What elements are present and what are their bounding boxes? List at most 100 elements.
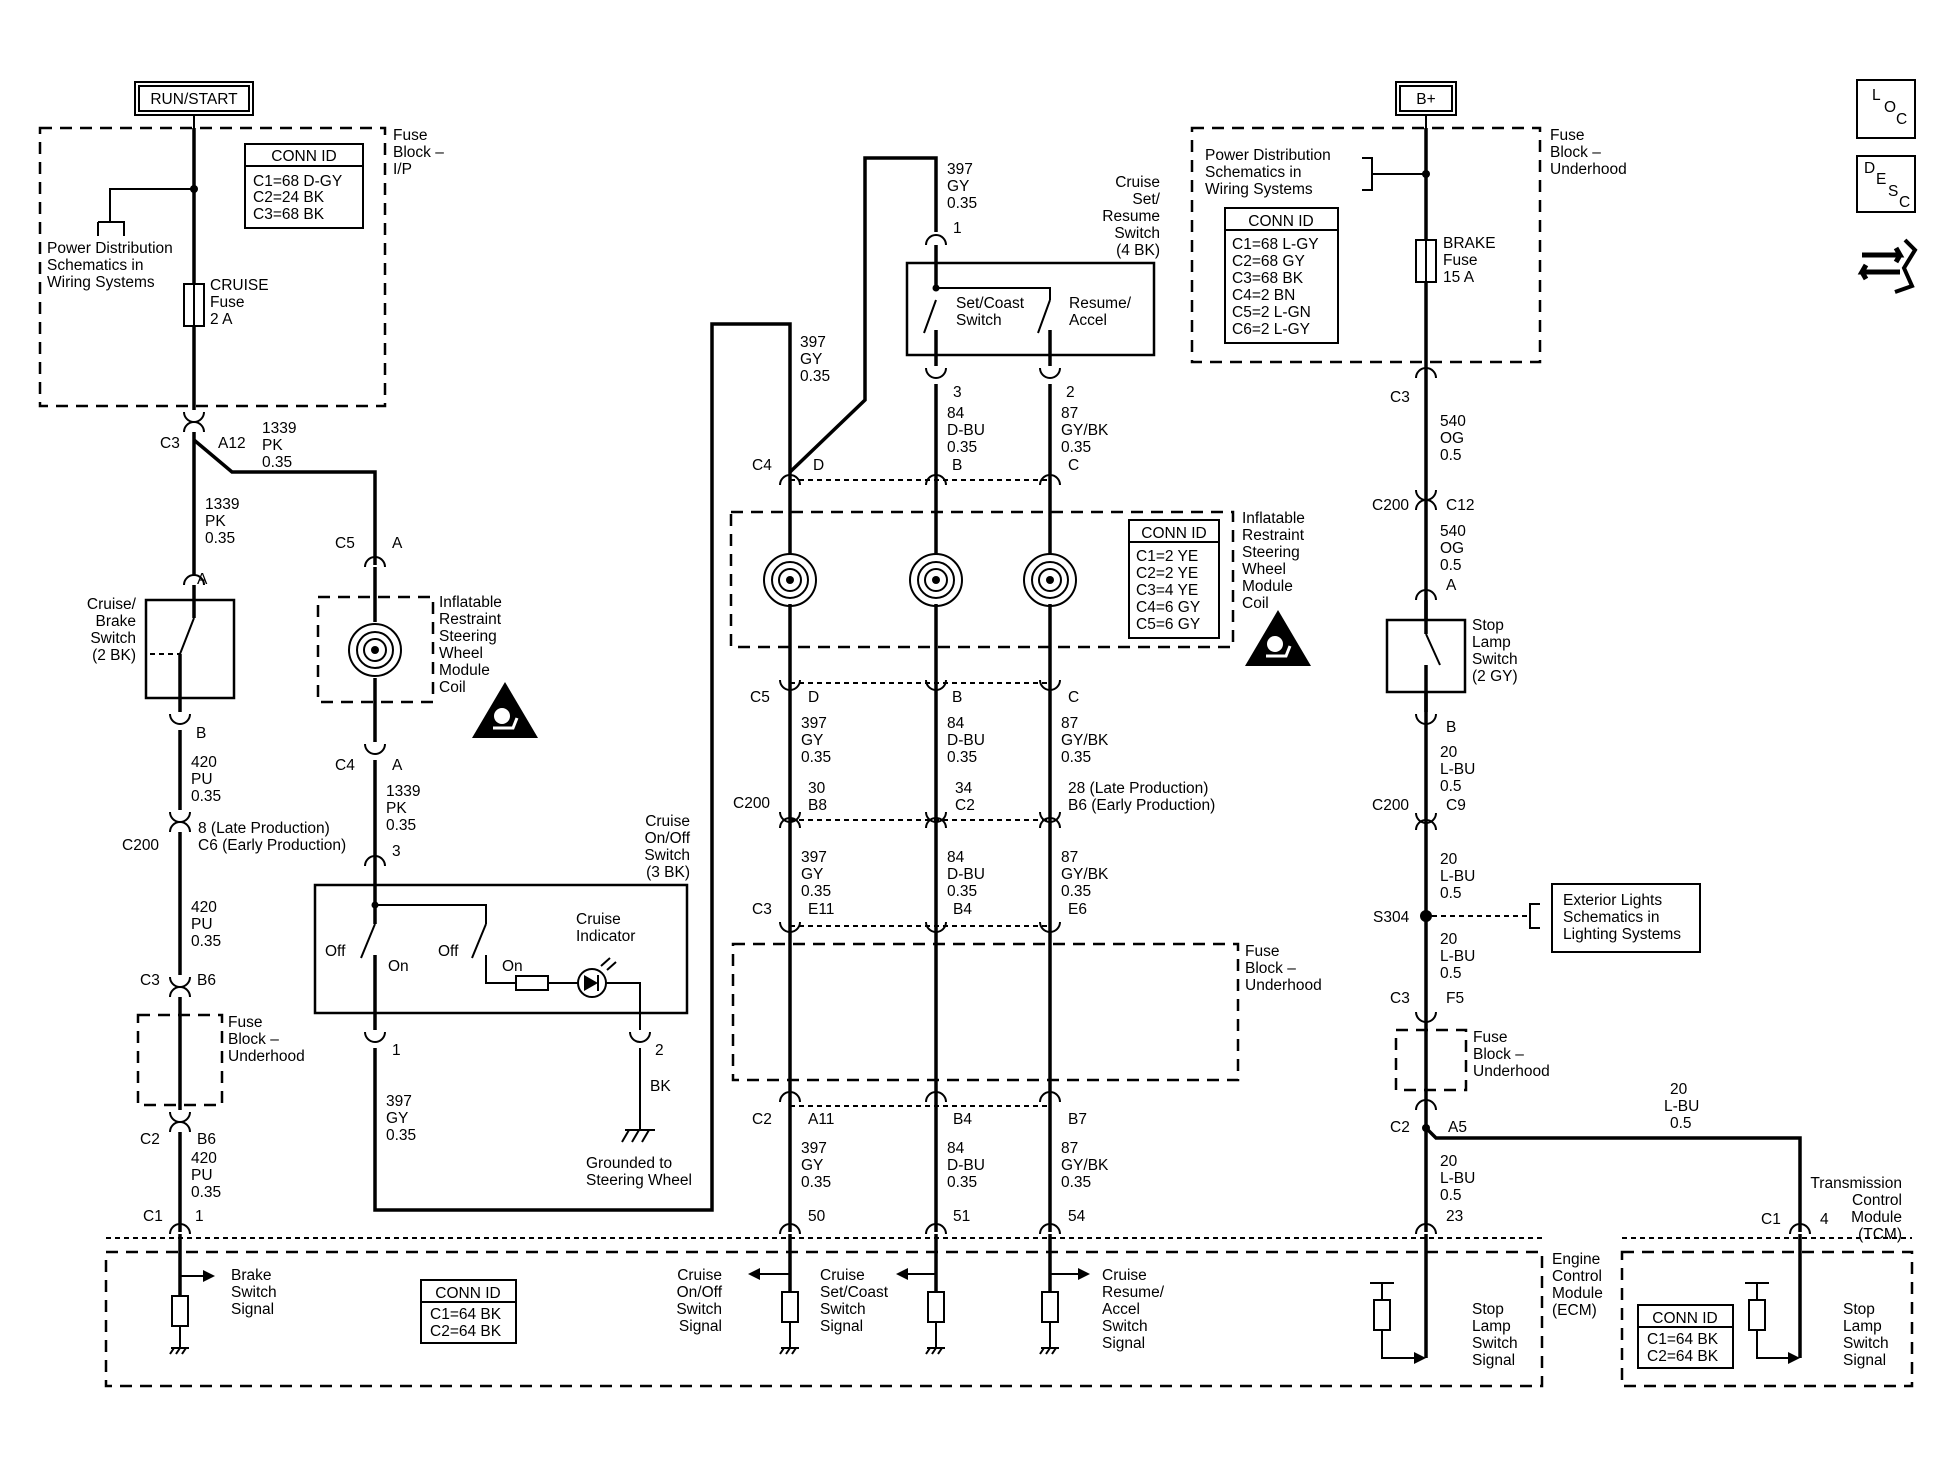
navigation-arrows-icon[interactable]: [1857, 238, 1918, 294]
diagram-label: Fuse: [1550, 127, 1584, 144]
tcm-module: [1620, 1250, 1914, 1388]
diagram-label: 20: [1670, 1081, 1688, 1098]
diagram-label: C3=68 BK: [253, 206, 325, 223]
diagram-label: C2: [140, 1131, 160, 1148]
diagram-label: On/Off: [677, 1284, 723, 1301]
diagram-label: Cruise: [645, 813, 690, 830]
diagram-label: Wheel: [439, 645, 483, 662]
diagram-label: (3 BK): [646, 864, 690, 881]
diagram-label: C4: [335, 757, 355, 774]
diagram-label: C: [1896, 111, 1907, 128]
diagram-label: 87: [1061, 715, 1078, 732]
power-distribution-ref-underhood: Power Distribution Schematics in Wiring …: [1205, 147, 1426, 198]
diagram-label: Switch: [90, 630, 136, 647]
diagram-label: C3=68 BK: [1232, 270, 1304, 287]
diagram-label: Set/Coast: [956, 295, 1025, 312]
diagram-label: PK: [386, 800, 407, 817]
diagram-label: 87: [1061, 849, 1078, 866]
diagram-label: Switch: [956, 312, 1002, 329]
diagram-label: Coil: [439, 679, 466, 696]
diagram-label: C200: [1372, 497, 1409, 514]
diagram-label: B7: [1068, 1111, 1087, 1128]
diagram-label: Set/Coast: [820, 1284, 889, 1301]
diagram-label: B: [196, 725, 206, 742]
diagram-label: B6: [197, 1131, 216, 1148]
diagram-label: Signal: [820, 1318, 863, 1335]
loc-button[interactable]: L O C: [1856, 79, 1916, 139]
diagram-label: 34: [955, 780, 973, 797]
diagram-label: CONN ID: [271, 148, 336, 165]
diagram-label: BRAKE: [1443, 235, 1496, 252]
diagram-label: 2: [1066, 384, 1075, 401]
diagram-label: Accel: [1069, 312, 1107, 329]
diagram-label: (2 GY): [1472, 668, 1518, 685]
diagram-label: Signal: [679, 1318, 722, 1335]
diagram-label: 20: [1440, 931, 1458, 948]
tcm-conn-id: CONN ID C1=64 BK C2=64 BK: [1637, 1304, 1734, 1369]
diagram-label: C2=64 BK: [430, 1323, 502, 1340]
diagram-label: Fuse: [393, 127, 427, 144]
diagram-label: C200: [1372, 797, 1409, 814]
diagram-label: L-BU: [1440, 868, 1475, 885]
diagram-label: D-BU: [947, 1157, 985, 1174]
diagram-label: PU: [191, 916, 213, 933]
diagram-label: 397: [801, 715, 827, 732]
diagram-label: (2 BK): [92, 647, 136, 664]
diagram-label: Wiring Systems: [47, 274, 155, 291]
diagram-label: 3: [392, 843, 401, 860]
diagram-label: C4=2 BN: [1232, 287, 1295, 304]
diagram-label: PK: [262, 437, 283, 454]
diagram-label: Block –: [1473, 1046, 1524, 1063]
diagram-label: GY: [947, 178, 969, 195]
b-plus-label: B+: [1395, 81, 1457, 116]
diagram-label: 51: [953, 1208, 970, 1225]
diagram-label: 397: [947, 161, 973, 178]
airbag-warning-icon-main: [1243, 608, 1313, 668]
diagram-label: CONN ID: [1141, 525, 1206, 542]
diagram-label: Engine: [1552, 1251, 1600, 1268]
diagram-label: Lamp: [1472, 1318, 1511, 1335]
diagram-label: CONN ID: [435, 1285, 500, 1302]
diagram-label: Restraint: [439, 611, 502, 628]
diagram-label: L-BU: [1440, 1170, 1475, 1187]
diagram-label: Set/: [1132, 191, 1160, 208]
diagram-label: D: [808, 689, 819, 706]
diagram-label: OG: [1440, 540, 1464, 557]
power-distribution-ref-ip: Power Distribution Schematics in Wiring …: [47, 240, 173, 291]
diagram-label: C1=64 BK: [1647, 1331, 1719, 1348]
diagram-label: 0.35: [262, 454, 292, 471]
diagram-label: PK: [205, 513, 226, 530]
diagram-label: L-BU: [1440, 948, 1475, 965]
diagram-label: 0.35: [386, 817, 416, 834]
diagram-label: A: [1446, 577, 1457, 594]
diagram-label: Switch: [1472, 1335, 1518, 1352]
diagram-label: Inflatable: [439, 594, 502, 611]
diagram-label: Indicator: [576, 928, 635, 945]
diagram-label: B8: [808, 797, 827, 814]
diagram-label: C2=68 GY: [1232, 253, 1305, 270]
diagram-label: 0.35: [1061, 883, 1091, 900]
diagram-label: C200: [122, 837, 159, 854]
diagram-label: Underhood: [1245, 977, 1322, 994]
diagram-label: 4: [1820, 1211, 1829, 1228]
diagram-label: Resume/: [1069, 295, 1132, 312]
cruise-set-resume-switch: Set/Coast Switch Resume/ Accel Cruise Se…: [905, 174, 1161, 357]
diagram-label: Module: [439, 662, 490, 679]
diagram-label: I/P: [393, 161, 412, 178]
diagram-label: Block –: [1550, 144, 1601, 161]
diagram-label: GY: [386, 1110, 408, 1127]
diagram-label: C3: [1390, 990, 1410, 1007]
diagram-label: 397: [801, 849, 827, 866]
diagram-label: Resume: [1102, 208, 1160, 225]
diagram-label: 420: [191, 1150, 217, 1167]
desc-button[interactable]: D E S C: [1856, 155, 1916, 213]
ecm-conn-id: CONN ID C1=64 BK C2=64 BK: [420, 1279, 517, 1344]
diagram-label: GY: [801, 866, 823, 883]
diagram-label: 0.5: [1440, 778, 1462, 795]
diagram-label: C3: [140, 972, 160, 989]
diagram-label: Cruise: [576, 911, 621, 928]
diagram-label: Fuse: [1443, 252, 1477, 269]
diagram-label: D-BU: [947, 866, 985, 883]
diagram-label: 0.35: [386, 1127, 416, 1144]
diagram-label: Stop: [1472, 617, 1504, 634]
